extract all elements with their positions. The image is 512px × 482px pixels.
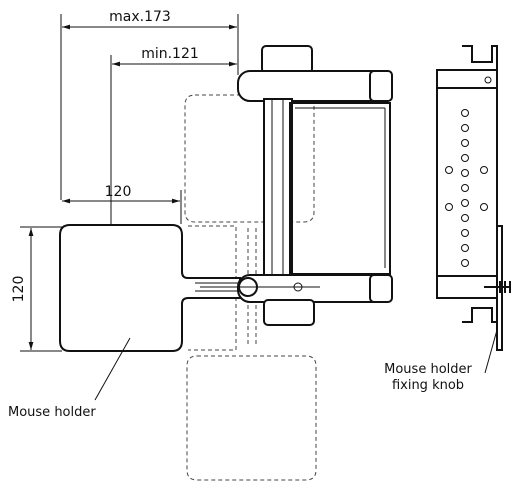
vertical-rail (263, 98, 293, 279)
dashed-holder-upper (184, 94, 315, 223)
leader-line-mouse-holder (94, 337, 131, 401)
top-arm (237, 70, 393, 102)
dimension-max-label: max.173 (109, 9, 171, 25)
bracket-side (436, 45, 511, 351)
callout-mouse-holder: Mouse holder (8, 337, 131, 420)
side-bottom-clip (462, 298, 498, 323)
dimension-height: 120 (11, 226, 62, 352)
dimension-width-label: 120 (105, 184, 132, 200)
fixing-knob-label-line1: Mouse holder (384, 362, 472, 377)
side-body (436, 87, 498, 279)
fixing-knob (484, 281, 511, 293)
mouse-holder-label: Mouse holder (8, 405, 96, 420)
fixing-knob-label-line2: fixing knob (392, 378, 464, 393)
mouse-holder (59, 224, 241, 352)
dashed-holder-middle (188, 225, 237, 351)
mouse-holder-plate (59, 224, 241, 352)
pivot-hole (293, 282, 303, 292)
bracket-front (200, 45, 393, 326)
side-top-clip (462, 45, 498, 70)
dimension-max: max.173 (60, 9, 239, 200)
leader-line-fixing-knob (484, 329, 498, 374)
side-top-screw (484, 76, 492, 84)
bottom-arm-end (369, 274, 393, 303)
clamp-body (289, 102, 391, 275)
top-cap (261, 45, 313, 74)
dimension-min-label: min.121 (141, 46, 199, 62)
bottom-arm (237, 274, 393, 303)
dimension-width: 120 (62, 184, 182, 224)
dimension-min: min.121 (110, 46, 237, 225)
dimension-height-label: 120 (11, 276, 27, 303)
dashed-holder-lower (186, 355, 317, 481)
bottom-cap (263, 299, 315, 326)
top-arm-end (369, 70, 393, 102)
callout-fixing-knob: Mouse holder fixing knob (384, 329, 498, 393)
side-holes (445, 109, 488, 267)
